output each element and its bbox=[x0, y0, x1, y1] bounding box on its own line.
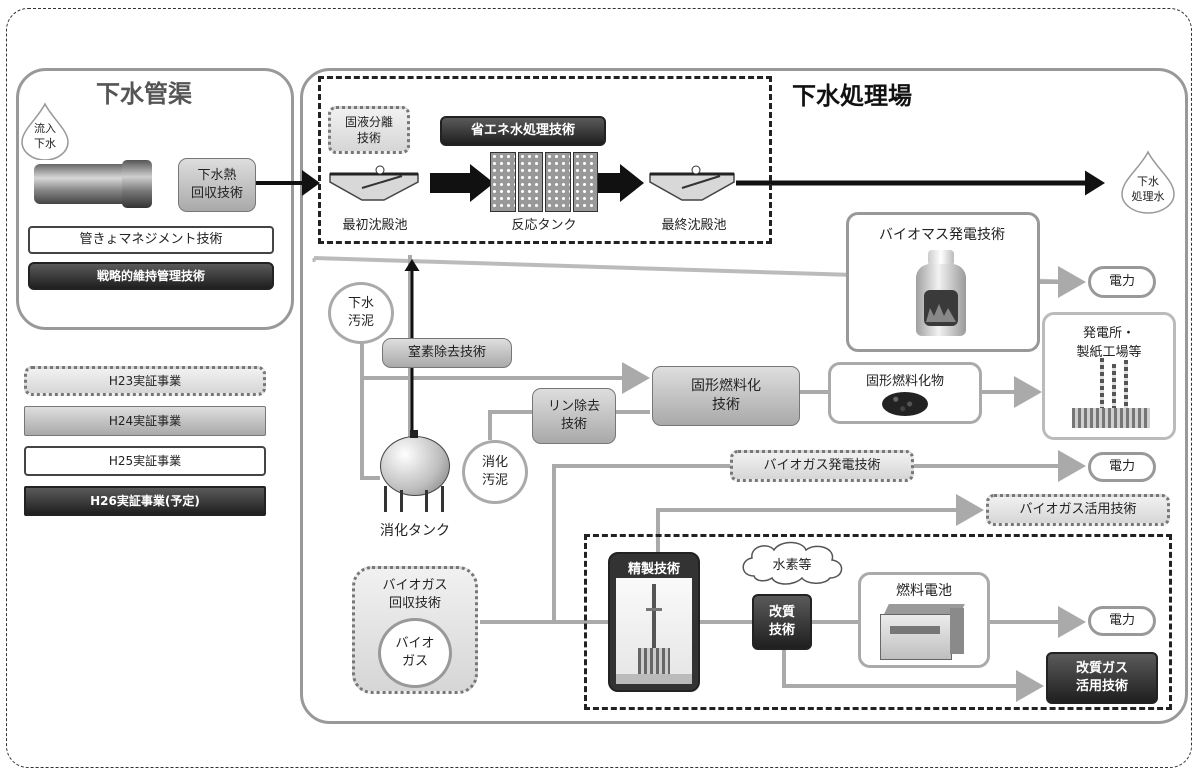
electric-power-3-label: 電力 bbox=[1108, 613, 1135, 629]
reforming-box: 改質 技術 bbox=[752, 594, 812, 650]
water-treatment-frame bbox=[318, 76, 772, 244]
digestion-tank-label: 消化タンク bbox=[380, 523, 450, 539]
reaction-tank-icon bbox=[490, 152, 598, 212]
maintenance-label: 戦略的維持管理技術 bbox=[96, 268, 205, 283]
heat-recovery-label: 下水熱 回収技術 bbox=[190, 168, 243, 201]
fuel-cell-unit-icon bbox=[880, 604, 968, 660]
digested-sludge-label: 消化 汚泥 bbox=[481, 455, 508, 488]
solid-fuel-tech-label: 固形燃料化 技術 bbox=[691, 378, 761, 413]
nitrogen-removal-box: 窒素除去技術 bbox=[382, 338, 512, 368]
inflow-sewage-drop: 流入 下水 bbox=[20, 102, 70, 160]
hydrogen-label: 水素等 bbox=[772, 558, 812, 573]
biogas-recovery-label: バイオガス 回収技術 bbox=[382, 578, 448, 611]
sewage-sludge-circle: 下水 汚泥 bbox=[328, 282, 394, 344]
legend-h26: H26実証事業(予定) bbox=[24, 486, 266, 516]
digestion-tank-icon bbox=[374, 430, 454, 514]
pipe-management-label: 管きょマネジメント技術 bbox=[79, 232, 223, 248]
power-plant-label: 発電所・ 製紙工場等 bbox=[1076, 326, 1142, 360]
refining-label: 精製技術 bbox=[627, 562, 680, 577]
heat-recovery-box: 下水熱 回収技術 bbox=[178, 158, 256, 212]
electric-power-2-label: 電力 bbox=[1108, 459, 1135, 475]
phosphorus-removal-box: リン除去 技術 bbox=[532, 388, 616, 444]
legend-h25-label: H25実証事業 bbox=[108, 453, 182, 468]
treated-water-drop: 下水 処理水 bbox=[1120, 150, 1176, 214]
sewer-pipe-icon bbox=[30, 160, 154, 208]
power-plant-panel bbox=[1042, 312, 1176, 440]
sewer-pipe-title: 下水管渠 bbox=[96, 80, 192, 108]
maintenance-box: 戦略的維持管理技術 bbox=[28, 262, 274, 290]
hydrogen-cloud-icon bbox=[742, 541, 843, 585]
solid-fuel-tech-box: 固形燃料化 技術 bbox=[652, 366, 800, 426]
electric-power-3: 電力 bbox=[1088, 606, 1156, 636]
biomass-furnace-icon bbox=[914, 250, 968, 336]
legend-h24: H24実証事業 bbox=[24, 406, 266, 436]
primary-clarifier-label: 最初沈殿池 bbox=[342, 218, 408, 233]
biogas-circle: バイオ ガス bbox=[378, 618, 452, 688]
phosphorus-removal-label: リン除去 技術 bbox=[547, 399, 600, 432]
legend-h26-label: H26実証事業(予定) bbox=[90, 493, 200, 508]
energy-saving-box: 省エネ水処理技術 bbox=[440, 116, 606, 146]
reformed-gas-label: 改質ガス 活用技術 bbox=[1075, 661, 1128, 694]
reforming-label: 改質 技術 bbox=[768, 605, 795, 638]
treated-water-label: 下水 処理水 bbox=[1131, 175, 1165, 203]
biogas-power-box: バイオガス発電技術 bbox=[730, 450, 914, 482]
reaction-tank-label: 反応タンク bbox=[511, 218, 577, 233]
biogas-utilization-box: バイオガス活用技術 bbox=[986, 494, 1170, 526]
legend-h23: H23実証事業 bbox=[24, 366, 266, 396]
gas-utilization-frame bbox=[584, 534, 1172, 710]
outer-frame bbox=[6, 8, 1192, 768]
sewage-sludge-label: 下水 汚泥 bbox=[347, 296, 374, 329]
solid-fuel-product-label: 固形燃料化物 bbox=[865, 374, 944, 389]
final-clarifier-label: 最終沈殿池 bbox=[661, 218, 727, 233]
fuel-cell-label: 燃料電池 bbox=[896, 583, 952, 599]
legend-h24-label: H24実証事業 bbox=[108, 413, 182, 428]
legend-h25: H25実証事業 bbox=[24, 446, 266, 476]
fuel-pellets-icon bbox=[882, 392, 928, 416]
solid-liquid-separation-label: 固液分離 技術 bbox=[344, 114, 393, 145]
pipe-management-box: 管きょマネジメント技術 bbox=[28, 226, 274, 254]
refinery-photo bbox=[616, 578, 692, 684]
factory-icon bbox=[1072, 358, 1152, 430]
biogas-power-label: バイオガス発電技術 bbox=[763, 458, 881, 474]
biogas-label: バイオ ガス bbox=[395, 636, 435, 669]
biomass-power-label: バイオマス発電技術 bbox=[879, 227, 1005, 243]
final-clarifier-icon bbox=[649, 165, 735, 201]
electric-power-1-label: 電力 bbox=[1108, 274, 1135, 290]
electric-power-2: 電力 bbox=[1088, 452, 1156, 482]
reformed-gas-box: 改質ガス 活用技術 bbox=[1046, 652, 1158, 704]
energy-saving-label: 省エネ水処理技術 bbox=[470, 123, 575, 139]
biogas-utilization-label: バイオガス活用技術 bbox=[1019, 502, 1137, 518]
primary-clarifier-icon bbox=[329, 165, 419, 201]
solid-liquid-separation-box: 固液分離 技術 bbox=[328, 106, 410, 154]
treatment-plant-title: 下水処理場 bbox=[792, 82, 912, 110]
electric-power-1: 電力 bbox=[1088, 266, 1156, 298]
legend-h23-label: H23実証事業 bbox=[108, 373, 182, 388]
nitrogen-removal-label: 窒素除去技術 bbox=[407, 345, 486, 361]
digested-sludge-circle: 消化 汚泥 bbox=[462, 440, 528, 504]
inflow-sewage-label: 流入 下水 bbox=[34, 122, 56, 150]
